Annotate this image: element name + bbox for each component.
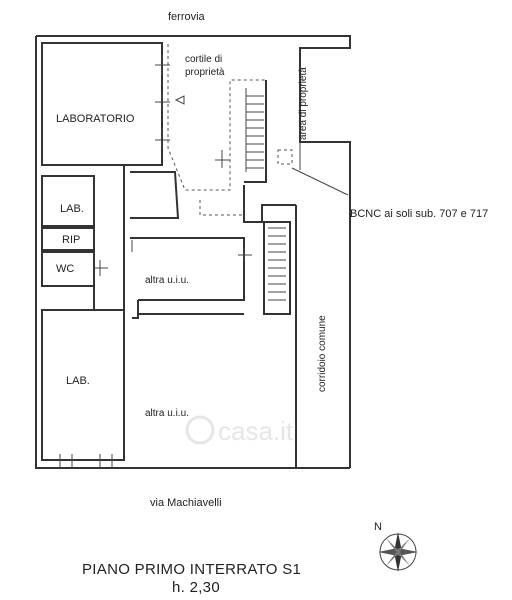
outer-walls (35, 35, 351, 469)
plan-title: PIANO PRIMO INTERRATO S1 (82, 561, 301, 578)
lower-stair (263, 221, 291, 315)
label-ferrovia: ferrovia (168, 11, 206, 23)
left-wing (41, 175, 125, 468)
courtyard-area (167, 44, 266, 216)
watermark-text: casa.it (218, 416, 294, 446)
laboratorio-room (41, 42, 185, 166)
label-corridoio: corridoio comune (317, 315, 328, 392)
label-cortile-2: proprietà (185, 67, 225, 78)
area-di-proprieta-strip (291, 142, 349, 196)
label-lab-small: LAB. (60, 203, 84, 215)
label-altra-uiu-1: altra u.i.u. (145, 275, 189, 286)
north-label: N (374, 521, 382, 533)
label-wc: WC (56, 263, 74, 275)
label-lab-large: LAB. (66, 375, 90, 387)
label-laboratorio: LABORATORIO (56, 113, 135, 125)
watermark: casa.it (185, 415, 294, 446)
central-walls (123, 165, 296, 460)
label-via-machiavelli: via Machiavelli (150, 497, 222, 509)
plan-height: h. 2,30 (172, 579, 220, 596)
label-altra-uiu-2: altra u.i.u. (145, 408, 189, 419)
label-bcnc: BCNC ai soli sub. 707 e 717 (350, 208, 488, 220)
corridoio-walls (138, 205, 297, 468)
label-cortile-1: cortile di (185, 54, 222, 65)
label-rip: RIP (62, 234, 80, 246)
label-area-proprieta: area di proprietà (298, 67, 309, 140)
north-compass: N (374, 521, 418, 572)
upper-stair (244, 80, 293, 183)
